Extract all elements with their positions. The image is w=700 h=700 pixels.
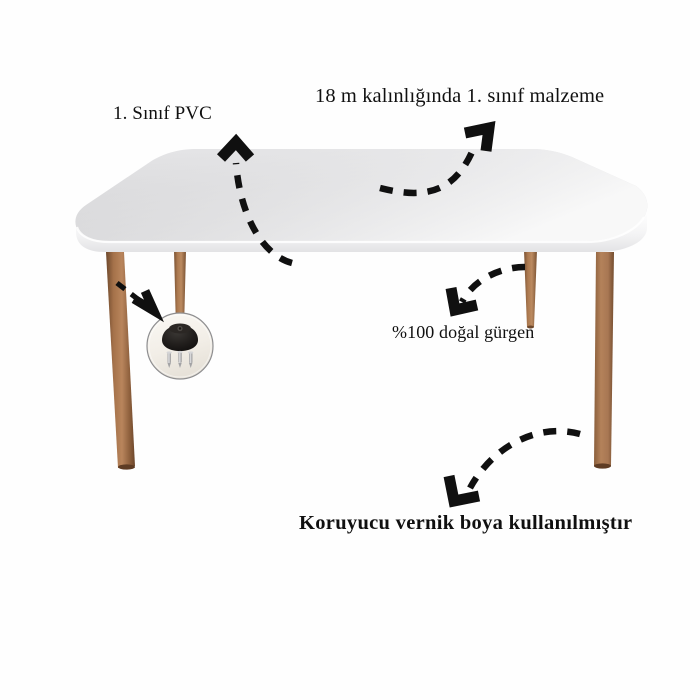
annotation-label-pvc: 1. Sınıf PVC [113, 103, 212, 124]
back-right-leg [524, 250, 537, 329]
front-right-leg [594, 252, 614, 469]
tabletop-highlight [75, 149, 648, 241]
annotation-label-natural: %100 doğal gürgen [392, 322, 535, 342]
tabletop-seam [75, 216, 645, 244]
mount-plate [162, 325, 198, 351]
annotation-label-thickness: 18 m kalınlığında 1. sınıf malzeme [315, 85, 605, 107]
front-left-leg [106, 252, 135, 470]
screw-1 [166, 351, 172, 368]
screw-3 [188, 351, 194, 368]
annotation-label-varnish: Koruyucu vernik boya kullanılmıştır [299, 512, 633, 534]
screw-2 [177, 350, 183, 368]
leg-mount-detail-inset [146, 312, 214, 380]
